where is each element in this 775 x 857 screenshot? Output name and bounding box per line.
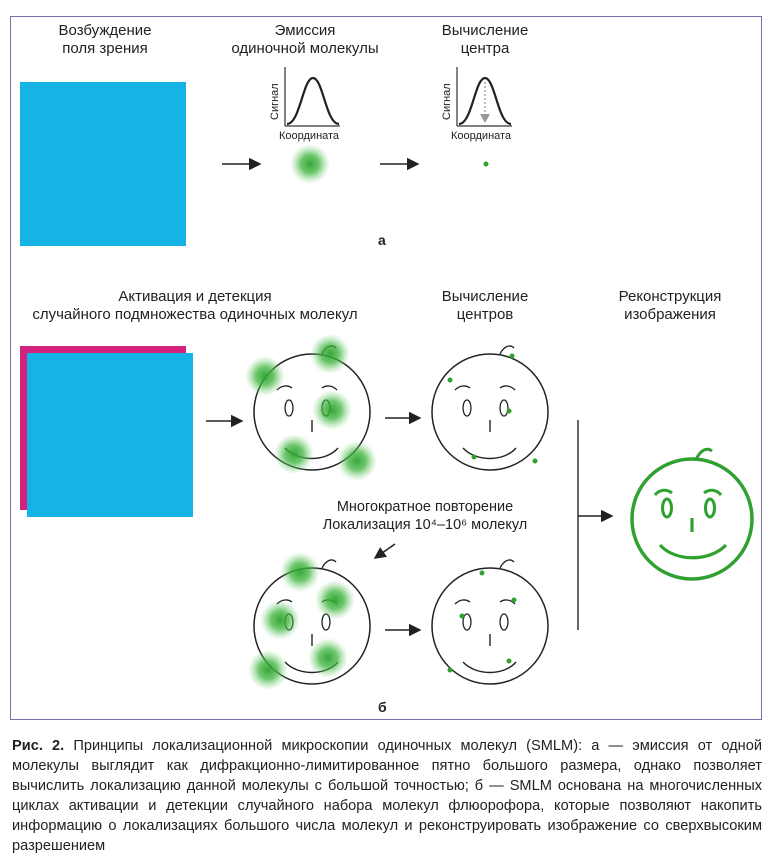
a-gaussian-plot-1: Сигнал Координата <box>269 67 340 142</box>
b-step2-title: Вычисление центров <box>405 288 565 324</box>
b-face-centers-1 <box>431 345 549 471</box>
b-face-centers-2 <box>431 559 549 685</box>
b-cyan-square <box>27 353 193 517</box>
caption-text: Принципы локализационной микроскопии оди… <box>12 738 762 854</box>
b-step3-title: Реконструкция изображения <box>585 288 755 324</box>
repeat-note: Многократное повторение Локализация 10⁴–… <box>300 498 550 534</box>
repeat-line1: Многократное повторение <box>336 499 514 515</box>
a-field-square <box>20 82 186 246</box>
repeat-line2: Локализация 10⁴–10⁶ молекул <box>322 517 528 533</box>
a-x-axis-label-2: Координата <box>451 130 512 142</box>
b-step1-line1: Активация и детекция <box>118 288 272 305</box>
a-gaussian-plot-2: Сигнал Координата <box>441 67 512 142</box>
a-step1-line1: Возбуждение <box>58 22 152 39</box>
b-step3-line1: Реконструкция <box>618 288 722 305</box>
b-face-activation-1 <box>245 334 377 481</box>
b-arrow-repeat <box>373 543 396 559</box>
b-step1-line2: случайного подмножества одиночных молеку… <box>32 306 358 323</box>
a-step2-line1: Эмиссия <box>274 22 336 39</box>
figure-graphics: Сигнал Координата Сигнал Координата <box>20 67 754 690</box>
a-step1-line2: поля зрения <box>62 40 148 57</box>
a-step3-line2: центра <box>460 40 510 57</box>
figure-caption: Рис. 2. Принципы локализационной микроск… <box>12 736 762 856</box>
caption-title: Рис. 2. <box>12 738 65 754</box>
a-step2-line2: одиночной молекулы <box>231 40 379 57</box>
a-step3-title: Вычисление центра <box>400 22 570 58</box>
a-step3-line1: Вычисление <box>441 22 529 39</box>
b-step2-line2: центров <box>456 306 514 323</box>
b-step1-title: Активация и детекция случайного подмноже… <box>30 288 360 324</box>
b-face-activation-2 <box>248 552 371 690</box>
figure-frame <box>10 16 762 720</box>
b-step2-line1: Вычисление <box>441 288 529 305</box>
a-x-axis-label-1: Координата <box>279 130 340 142</box>
b-step3-line2: изображения <box>624 306 716 323</box>
a-center-dot <box>483 161 489 167</box>
a-step1-title: Возбуждение поля зрения <box>20 22 190 58</box>
a-y-axis-label-2: Сигнал <box>441 83 453 120</box>
a-step2-title: Эмиссия одиночной молекулы <box>220 22 390 58</box>
a-emission-spot <box>290 144 330 184</box>
panel-b-label: б <box>378 699 387 715</box>
a-y-axis-label-1: Сигнал <box>269 83 281 120</box>
panel-a-label: а <box>378 232 386 248</box>
b-reconstructed-face <box>630 447 754 581</box>
